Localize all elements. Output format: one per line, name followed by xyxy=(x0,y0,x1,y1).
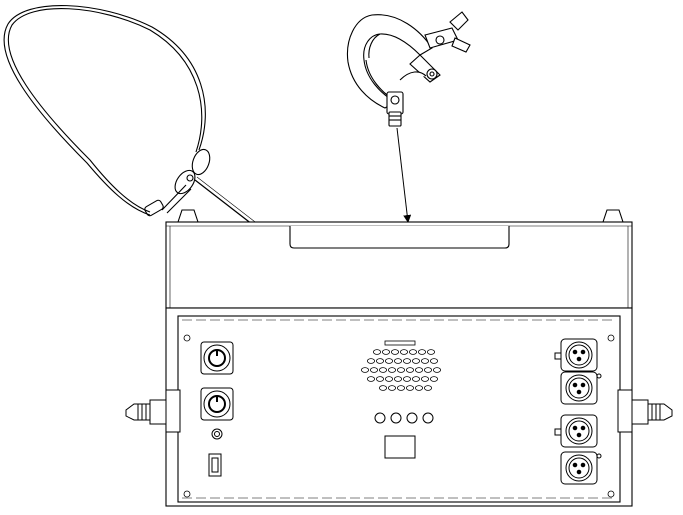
powercon-connector-icon-in xyxy=(200,341,234,375)
xlr-connector-icon-2 xyxy=(560,371,602,405)
knob-icon-right xyxy=(617,389,673,433)
vent-hole xyxy=(432,367,441,373)
vent-hole xyxy=(387,385,396,391)
vent-slot xyxy=(384,340,416,346)
vent-hole xyxy=(387,367,396,373)
vent-hole xyxy=(378,367,387,373)
button-icon-2 xyxy=(390,412,402,424)
xlr-connector-icon-1 xyxy=(554,338,598,372)
vent-hole xyxy=(429,376,438,382)
display-icon xyxy=(384,435,416,459)
vent-hole xyxy=(375,376,384,382)
vent-hole xyxy=(396,367,405,373)
button-icon-1 xyxy=(374,412,386,424)
clamp-icon xyxy=(346,11,471,127)
vent-icon xyxy=(360,349,441,391)
button-icon-3 xyxy=(406,412,418,424)
xlr-connector-icon-4 xyxy=(560,451,602,485)
vent-hole xyxy=(426,349,435,355)
vent-hole xyxy=(384,376,393,382)
safety-cable-icon xyxy=(3,4,211,217)
xlr-connector-icon xyxy=(554,338,602,485)
control-buttons xyxy=(374,412,434,424)
vent-hole xyxy=(366,358,375,364)
knob-icon-left xyxy=(125,389,181,433)
vent-hole xyxy=(402,376,411,382)
vent-hole xyxy=(423,385,432,391)
vent-hole xyxy=(423,367,432,373)
vent-hole xyxy=(411,376,420,382)
vent-hole xyxy=(414,385,423,391)
vent-hole xyxy=(372,349,381,355)
vent-hole xyxy=(384,358,393,364)
vent-hole xyxy=(417,349,426,355)
vent-hole xyxy=(402,358,411,364)
vent-hole xyxy=(414,367,423,373)
xlr-connector-icon-3 xyxy=(554,414,598,448)
vent-hole xyxy=(393,376,402,382)
vent-hole xyxy=(375,358,384,364)
vent-hole xyxy=(378,385,387,391)
powercon-connector-icon-out xyxy=(200,387,234,421)
vent-hole xyxy=(393,358,402,364)
fuse-icon xyxy=(211,428,223,440)
vent-hole xyxy=(381,349,390,355)
vent-hole xyxy=(360,367,369,373)
vent-hole xyxy=(411,358,420,364)
vent-hole xyxy=(408,349,417,355)
vent-hole xyxy=(405,385,414,391)
vent-hole xyxy=(429,358,438,364)
vent-hole xyxy=(396,385,405,391)
vent-hole xyxy=(405,367,414,373)
vent-hole xyxy=(420,358,429,364)
vent-hole xyxy=(369,367,378,373)
vent-hole xyxy=(366,376,375,382)
vent-hole xyxy=(420,376,429,382)
vent-hole xyxy=(390,349,399,355)
vent-hole xyxy=(399,349,408,355)
arrow-clamp-to-fixture xyxy=(396,127,412,223)
usb-port-icon xyxy=(208,453,222,477)
button-icon-4 xyxy=(422,412,434,424)
screw-icon xyxy=(183,334,615,498)
